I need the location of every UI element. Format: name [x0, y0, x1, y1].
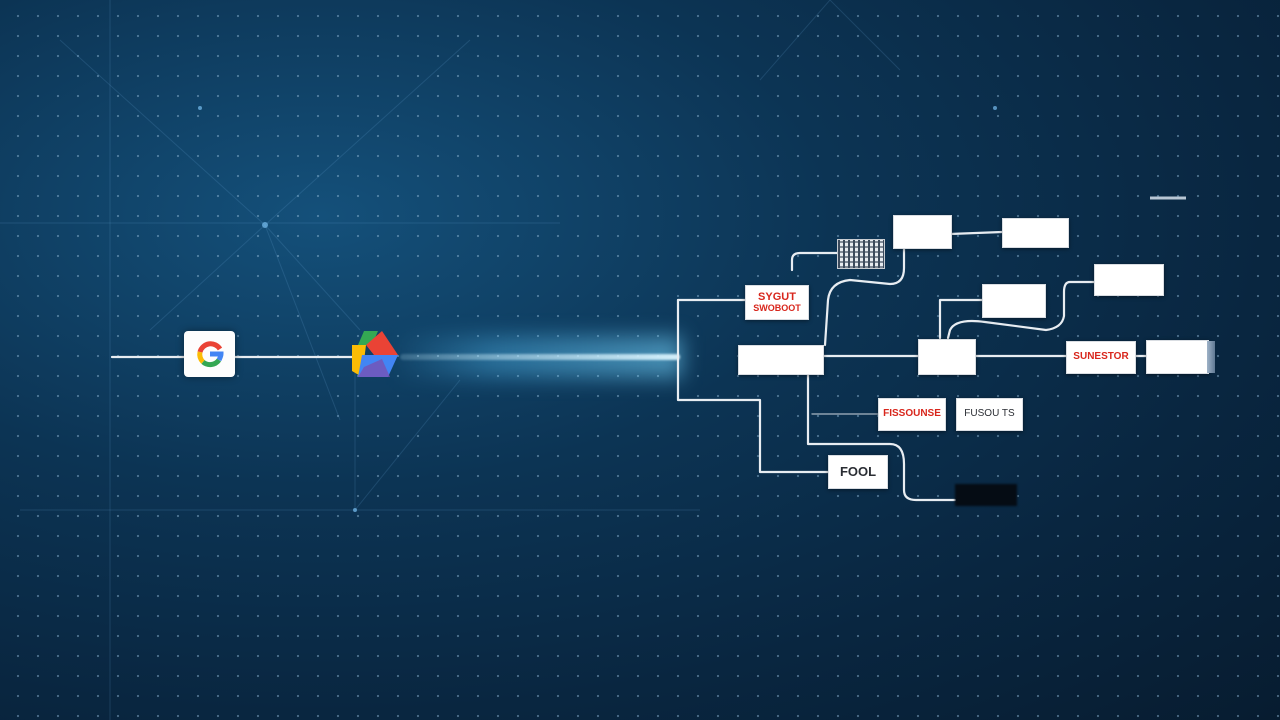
node-card-hub[interactable] [918, 339, 976, 375]
glow-beam-core [400, 354, 680, 360]
node-card-a[interactable] [893, 215, 952, 249]
node-card-e[interactable] [1094, 264, 1164, 296]
node-card-k[interactable]: FOOL [828, 455, 888, 489]
dark-node-placeholder [955, 484, 1017, 506]
node-card-c[interactable]: SYGUT SWOBOOT [745, 285, 809, 320]
node-thumbnail-grid[interactable] [837, 239, 885, 269]
node-card-j-title: FUSOU TS [964, 408, 1015, 420]
node-card-b[interactable] [1002, 218, 1069, 248]
google-g-tile[interactable] [184, 331, 235, 377]
node-card-i[interactable]: FISSOUNSE [878, 398, 946, 431]
node-card-d[interactable] [982, 284, 1046, 318]
node-card-i-title: FISSOUNSE [883, 408, 941, 420]
node-card-f[interactable] [738, 345, 824, 375]
node-card-g[interactable]: SUNESTOR [1066, 341, 1136, 374]
google-g-icon [196, 341, 224, 368]
node-card-j[interactable]: FUSOU TS [956, 398, 1023, 431]
node-card-l[interactable] [1146, 340, 1209, 374]
node-card-k-title: FOOL [839, 464, 877, 480]
google-drive-icon[interactable] [352, 331, 400, 377]
node-card-c-title: SYGUT [758, 291, 796, 303]
node-card-c-subtitle: SWOBOOT [753, 302, 801, 313]
node-card-l-edge [1207, 341, 1215, 373]
node-card-g-title: SUNESTOR [1073, 351, 1129, 363]
